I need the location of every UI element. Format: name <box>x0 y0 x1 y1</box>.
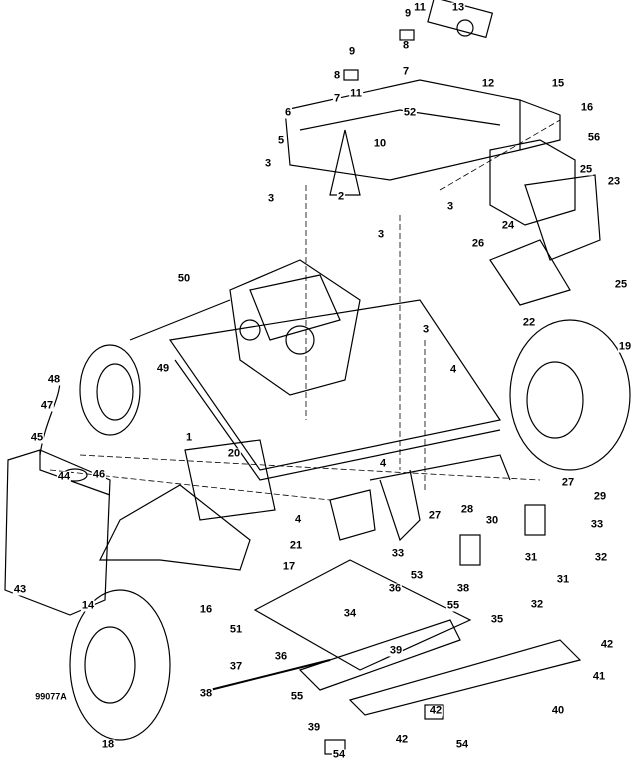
callout-42: 42 <box>394 733 410 746</box>
callout-17: 17 <box>281 560 297 573</box>
callout-12: 12 <box>480 77 496 90</box>
callout-55: 55 <box>289 690 305 703</box>
callout-53: 53 <box>409 569 425 582</box>
callout-31: 31 <box>523 551 539 564</box>
callout-21: 21 <box>288 539 304 552</box>
callout-3: 3 <box>263 157 273 170</box>
callout-32: 32 <box>593 551 609 564</box>
callout-44: 44 <box>56 470 72 483</box>
callout-25: 25 <box>578 163 594 176</box>
callout-14: 14 <box>80 599 96 612</box>
callout-52: 52 <box>402 106 418 119</box>
callout-16: 16 <box>198 603 214 616</box>
callout-40: 40 <box>550 704 566 717</box>
callout-10: 10 <box>372 137 388 150</box>
callout-28: 28 <box>459 503 475 516</box>
callout-4: 4 <box>293 513 303 526</box>
callout-33: 33 <box>390 547 406 560</box>
callout-11: 11 <box>349 87 363 100</box>
callout-1: 1 <box>184 431 194 444</box>
callout-33: 33 <box>589 518 605 531</box>
callout-15: 15 <box>550 77 566 90</box>
main-frame <box>129 299 511 542</box>
battery-box <box>489 139 601 306</box>
callout-54: 54 <box>454 738 470 751</box>
callout-42: 42 <box>599 638 615 651</box>
callout-9: 9 <box>403 7 413 20</box>
callout-11: 11 <box>413 1 427 14</box>
callout-3: 3 <box>266 192 276 205</box>
callout-9: 9 <box>347 45 357 58</box>
brackets <box>329 489 546 566</box>
callout-30: 30 <box>484 514 500 527</box>
callout-22: 22 <box>521 316 537 329</box>
callout-37: 37 <box>228 660 244 673</box>
callout-8: 8 <box>401 39 411 52</box>
callout-32: 32 <box>529 598 545 611</box>
callout-38: 38 <box>455 582 471 595</box>
callout-19: 19 <box>617 340 633 353</box>
callout-35: 35 <box>489 613 505 626</box>
callout-7: 7 <box>332 92 342 105</box>
rear-tire-right <box>509 319 631 471</box>
rear-tire-left <box>79 344 141 436</box>
front-tire <box>69 589 171 741</box>
callout-54: 54 <box>331 748 347 761</box>
callout-7: 7 <box>401 65 411 78</box>
callout-39: 39 <box>306 721 322 734</box>
callout-45: 45 <box>29 431 45 444</box>
callout-41: 41 <box>591 670 607 683</box>
callout-16: 16 <box>579 101 595 114</box>
callout-6: 6 <box>283 106 293 119</box>
drawing-number: 99077A <box>34 691 68 703</box>
callout-4: 4 <box>378 457 388 470</box>
fuel-tank <box>4 379 111 616</box>
callout-29: 29 <box>592 490 608 503</box>
callout-23: 23 <box>606 175 622 188</box>
callout-4: 4 <box>448 363 458 376</box>
callout-25: 25 <box>613 278 629 291</box>
upper-seat-frame <box>284 0 561 196</box>
callout-2: 2 <box>336 190 346 203</box>
callout-49: 49 <box>155 362 171 375</box>
callout-24: 24 <box>500 219 516 232</box>
callout-20: 20 <box>226 447 242 460</box>
callout-56: 56 <box>586 131 602 144</box>
callout-48: 48 <box>46 373 62 386</box>
engine <box>229 259 361 396</box>
callout-18: 18 <box>100 738 116 751</box>
dashed-alignment-lines <box>49 119 561 501</box>
callout-50: 50 <box>176 272 192 285</box>
callout-3: 3 <box>376 228 386 241</box>
floor-pan <box>209 559 582 755</box>
callout-27: 27 <box>427 509 443 522</box>
callout-3: 3 <box>445 200 455 213</box>
callout-38: 38 <box>198 687 214 700</box>
callout-27: 27 <box>560 476 576 489</box>
callout-3: 3 <box>421 323 431 336</box>
callout-51: 51 <box>228 623 244 636</box>
callout-43: 43 <box>12 583 28 596</box>
callout-26: 26 <box>470 237 486 250</box>
callout-34: 34 <box>342 607 358 620</box>
callout-8: 8 <box>332 69 342 82</box>
callout-36: 36 <box>273 650 289 663</box>
callout-47: 47 <box>39 399 55 412</box>
callout-36: 36 <box>387 582 403 595</box>
callout-55: 55 <box>445 599 461 612</box>
callout-31: 31 <box>555 573 571 586</box>
callout-39: 39 <box>388 644 404 657</box>
callout-42: 42 <box>428 704 444 717</box>
fender <box>99 439 276 571</box>
callout-5: 5 <box>276 134 286 147</box>
callout-46: 46 <box>91 468 107 481</box>
callout-13: 13 <box>450 1 466 14</box>
